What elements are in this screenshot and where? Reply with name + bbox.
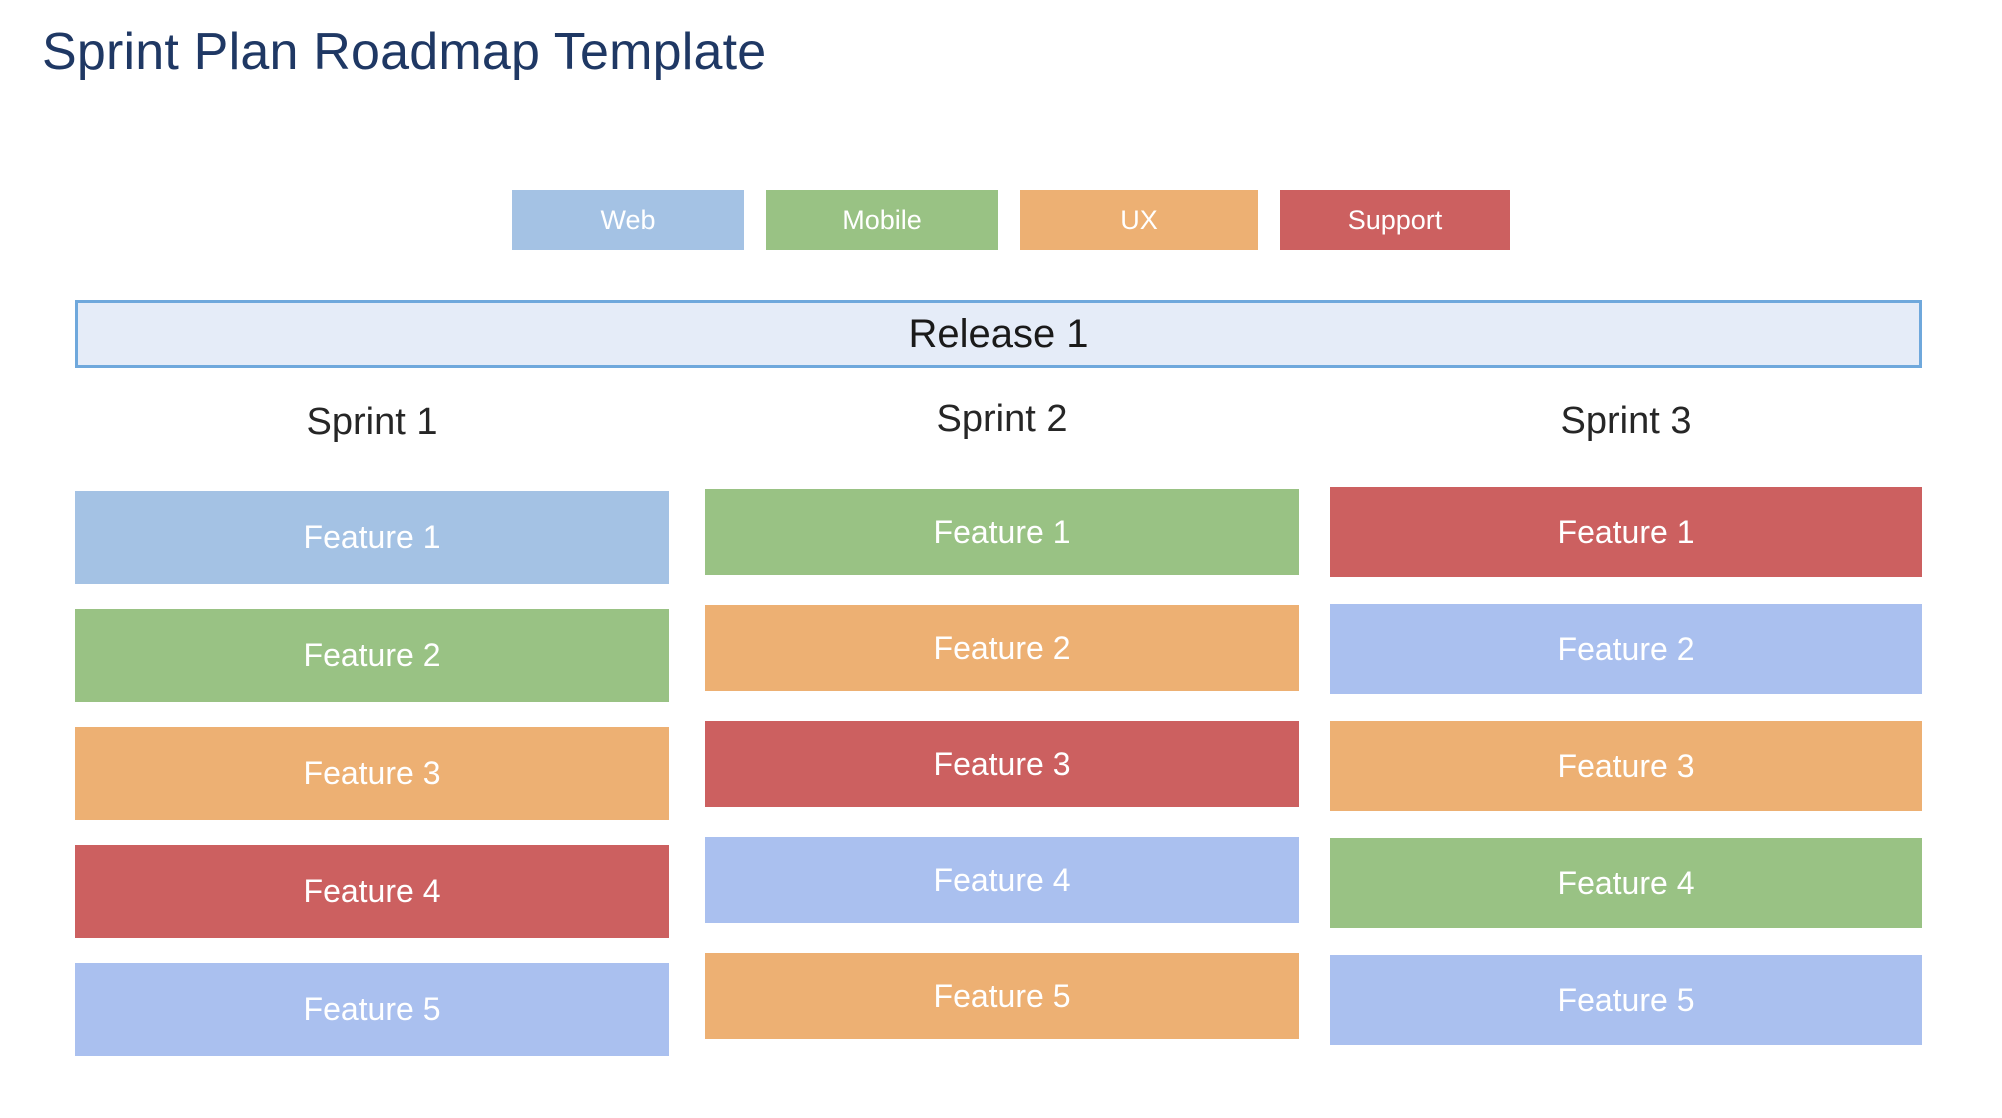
feature-bar-label: Feature 4 <box>933 861 1071 898</box>
legend-chip-support[interactable]: Support <box>1280 190 1510 250</box>
feature-bar-label: Feature 2 <box>1557 630 1695 667</box>
legend-chip-mobile[interactable]: Mobile <box>766 190 998 250</box>
feature-bar-label: Feature 4 <box>303 873 441 909</box>
feature-bar[interactable]: Feature 5 <box>705 953 1299 1039</box>
feature-bar[interactable]: Feature 5 <box>1330 955 1922 1045</box>
feature-bar-label: Feature 2 <box>303 637 441 673</box>
sprint-column-3: Sprint 3 Feature 1 Feature 2 Feature 3 F… <box>1330 400 1922 1072</box>
legend-chip-label: Mobile <box>842 204 922 235</box>
feature-bar-label: Feature 4 <box>1557 864 1695 901</box>
legend-chip-web[interactable]: Web <box>512 190 744 250</box>
feature-bar-label: Feature 1 <box>1557 513 1695 550</box>
legend-chip-ux[interactable]: UX <box>1020 190 1258 250</box>
feature-list-sprint-3: Feature 1 Feature 2 Feature 3 Feature 4 … <box>1330 487 1922 1045</box>
feature-bar[interactable]: Feature 5 <box>75 963 669 1056</box>
feature-bar-label: Feature 3 <box>1557 747 1695 784</box>
feature-bar[interactable]: Feature 2 <box>75 609 669 702</box>
feature-bar-label: Feature 5 <box>933 977 1071 1014</box>
release-label: Release 1 <box>908 311 1089 356</box>
sprint-column-1: Sprint 1 Feature 1 Feature 2 Feature 3 F… <box>75 400 669 1081</box>
feature-bar[interactable]: Feature 1 <box>1330 487 1922 577</box>
legend-chip-label: UX <box>1120 204 1158 235</box>
feature-bar-label: Feature 3 <box>303 755 441 791</box>
feature-bar[interactable]: Feature 1 <box>705 489 1299 575</box>
feature-bar[interactable]: Feature 4 <box>705 837 1299 923</box>
feature-bar-label: Feature 1 <box>933 513 1071 550</box>
feature-bar[interactable]: Feature 2 <box>1330 604 1922 694</box>
sprint-header-3: Sprint 3 <box>1560 400 1692 442</box>
feature-bar-label: Feature 1 <box>303 519 441 555</box>
legend-chip-label: Support <box>1347 204 1443 235</box>
feature-bar[interactable]: Feature 4 <box>1330 838 1922 928</box>
sprint-column-2: Sprint 2 Feature 1 Feature 2 Feature 3 F… <box>705 400 1299 1069</box>
feature-bar[interactable]: Feature 3 <box>75 727 669 820</box>
page-title: Sprint Plan Roadmap Template <box>42 23 767 81</box>
feature-bar[interactable]: Feature 3 <box>1330 721 1922 811</box>
feature-list-sprint-2: Feature 1 Feature 2 Feature 3 Feature 4 … <box>705 489 1299 1039</box>
feature-bar[interactable]: Feature 4 <box>75 845 669 938</box>
sprint-header-2: Sprint 2 <box>936 398 1068 440</box>
feature-bar-label: Feature 5 <box>1557 981 1695 1018</box>
feature-bar[interactable]: Feature 1 <box>75 491 669 584</box>
category-legend: Web Mobile UX Support <box>512 190 1510 250</box>
feature-bar-label: Feature 3 <box>933 745 1071 782</box>
release-band[interactable]: Release 1 <box>75 300 1922 368</box>
sprint-header-1: Sprint 1 <box>306 401 438 443</box>
legend-chip-label: Web <box>600 204 656 235</box>
feature-bar-label: Feature 2 <box>933 629 1071 666</box>
feature-list-sprint-1: Feature 1 Feature 2 Feature 3 Feature 4 … <box>75 491 669 1056</box>
feature-bar[interactable]: Feature 2 <box>705 605 1299 691</box>
feature-bar-label: Feature 5 <box>303 991 441 1027</box>
feature-bar[interactable]: Feature 3 <box>705 721 1299 807</box>
